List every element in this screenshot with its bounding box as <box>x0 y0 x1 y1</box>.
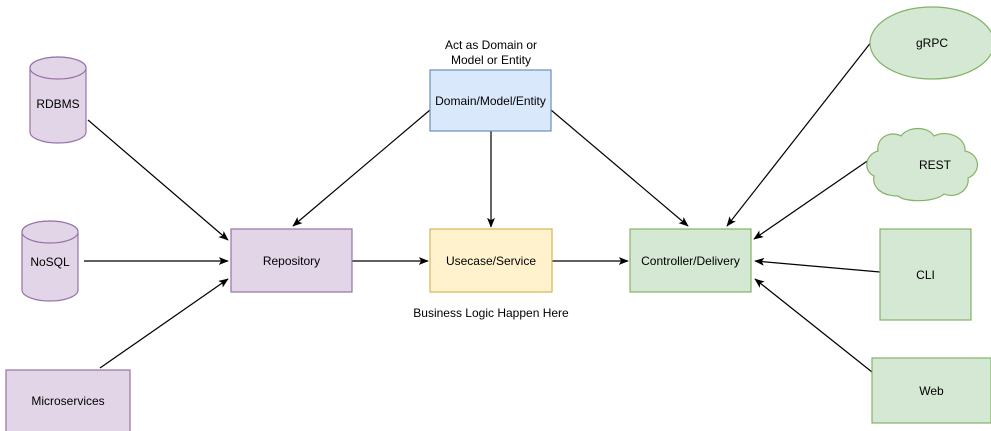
node-controller[interactable] <box>629 228 752 293</box>
node-web[interactable] <box>871 357 991 424</box>
cli-hit-area[interactable] <box>880 229 971 320</box>
edge-microservices-to-repository <box>99 278 229 369</box>
node-grpc[interactable] <box>869 6 991 80</box>
edge-domain-to-controller <box>550 109 689 227</box>
web-hit-area[interactable] <box>872 358 991 423</box>
rdbms-hit-area[interactable] <box>30 57 86 143</box>
edge-rest-to-controller <box>753 154 877 240</box>
usecase-note-caption: Business Logic Happen Here <box>413 306 569 320</box>
node-microservices[interactable] <box>5 369 131 431</box>
node-nosql[interactable] <box>21 220 79 302</box>
controller-hit-area[interactable] <box>630 229 751 292</box>
domain-hit-area[interactable] <box>430 70 551 131</box>
node-domain[interactable] <box>429 69 552 132</box>
edge-cli-to-controller <box>754 257 881 273</box>
node-cli[interactable] <box>879 228 972 321</box>
microservices-hit-area[interactable] <box>6 370 130 431</box>
repository-hit-area[interactable] <box>231 229 352 292</box>
edge-domain-to-repository <box>292 109 431 227</box>
edge-rdbms-to-repository <box>87 119 229 241</box>
node-repository[interactable] <box>230 228 353 293</box>
usecase-hit-area[interactable] <box>430 229 552 292</box>
grpc-hit-area[interactable] <box>870 7 991 79</box>
edge-grpc-to-controller <box>726 40 873 227</box>
rest-hit-area[interactable] <box>866 128 984 200</box>
edge-web-to-controller <box>754 278 873 373</box>
node-usecase[interactable] <box>429 228 553 293</box>
node-rdbms[interactable] <box>29 56 87 144</box>
domain-note-caption: Act as Domain or Model or Entity <box>444 38 538 67</box>
edges-group <box>84 40 881 373</box>
node-rest[interactable] <box>866 127 978 202</box>
nosql-cylinder-top <box>21 220 79 244</box>
nosql-hit-area[interactable] <box>22 221 78 301</box>
rdbms-cylinder-top <box>29 56 87 80</box>
